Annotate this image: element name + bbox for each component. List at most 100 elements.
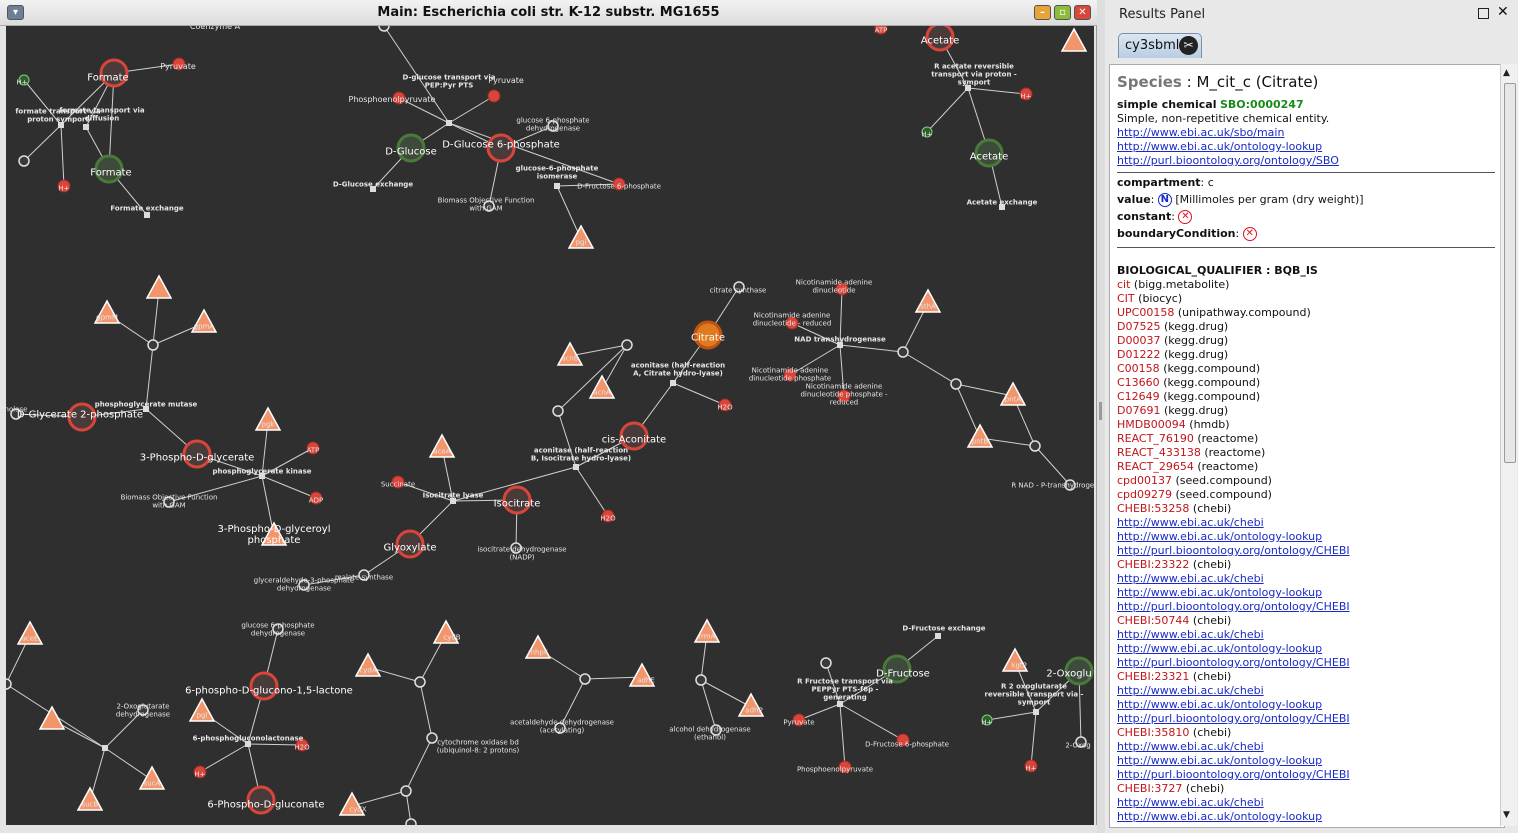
- reaction-node[interactable]: [573, 464, 579, 470]
- annotation-link[interactable]: http://www.ebi.ac.uk/chebi: [1117, 572, 1264, 585]
- metabolite-node[interactable]: [974, 138, 1004, 168]
- annotation-id[interactable]: D07691: [1117, 404, 1161, 417]
- small-metabolite-node[interactable]: [601, 509, 615, 523]
- metabolite-node[interactable]: [486, 133, 516, 163]
- annotation-id[interactable]: REACT_29654: [1117, 460, 1194, 473]
- reaction-node[interactable]: [143, 406, 149, 412]
- gene-node[interactable]: [567, 224, 595, 249]
- annotation-id[interactable]: REACT_76190: [1117, 432, 1194, 445]
- gene-node[interactable]: [76, 786, 104, 811]
- gene-node[interactable]: [93, 299, 121, 324]
- small-metabolite-node[interactable]: [1019, 87, 1033, 101]
- reaction-node[interactable]: [450, 498, 456, 504]
- metabolite-node[interactable]: [1064, 656, 1094, 686]
- metabolite-node[interactable]: [94, 154, 124, 184]
- annotation-id[interactable]: D01222: [1117, 348, 1161, 361]
- tab-cy3sbml[interactable]: cy3sbml ✂: [1118, 33, 1202, 58]
- reaction-hub-node[interactable]: [147, 339, 159, 351]
- gene-node[interactable]: [524, 634, 552, 659]
- proton-node[interactable]: [921, 126, 933, 138]
- reaction-node[interactable]: [837, 342, 843, 348]
- reaction-hub-node[interactable]: [695, 674, 707, 686]
- reaction-hub-node[interactable]: [510, 542, 522, 554]
- reaction-node[interactable]: [370, 186, 376, 192]
- annotation-id[interactable]: UPC00158: [1117, 306, 1175, 319]
- metabolite-node[interactable]: [249, 671, 279, 701]
- metabolite-node[interactable]: [246, 785, 276, 815]
- reaction-hub-node[interactable]: [897, 346, 909, 358]
- annotation-id[interactable]: D07525: [1117, 320, 1161, 333]
- annotation-link[interactable]: http://purl.bioontology.org/ontology/CHE…: [1117, 768, 1350, 781]
- reaction-node[interactable]: [144, 212, 150, 218]
- small-metabolite-node[interactable]: [306, 441, 320, 455]
- cy3sbml-logo-icon[interactable]: ✂: [1179, 36, 1198, 55]
- reaction-hub-node[interactable]: [298, 579, 310, 591]
- annotation-id[interactable]: CIT: [1117, 292, 1135, 305]
- small-metabolite-node[interactable]: [487, 89, 501, 103]
- reaction-hub-node[interactable]: [710, 724, 722, 736]
- gene-node[interactable]: [145, 274, 173, 299]
- metabolite-node[interactable]: [619, 421, 649, 451]
- gene-node[interactable]: [693, 618, 721, 643]
- annotation-link[interactable]: http://www.ebi.ac.uk/chebi: [1117, 796, 1264, 809]
- metabolite-node[interactable]: [396, 133, 426, 163]
- reaction-node[interactable]: [965, 85, 971, 91]
- small-metabolite-node[interactable]: [718, 398, 732, 412]
- small-metabolite-node[interactable]: [783, 368, 797, 382]
- reaction-hub-node[interactable]: [621, 339, 633, 351]
- species-info-pane[interactable]: Species : M_cit_c (Citrate) simple chemi…: [1109, 64, 1505, 828]
- reaction-hub-node[interactable]: [1075, 736, 1087, 748]
- annotation-link[interactable]: http://purl.bioontology.org/ontology/CHE…: [1117, 656, 1350, 669]
- annotation-link[interactable]: http://purl.bioontology.org/ontology/CHE…: [1117, 544, 1350, 557]
- gene-node[interactable]: [338, 791, 366, 816]
- small-metabolite-node[interactable]: [612, 177, 626, 191]
- proton-node[interactable]: [18, 74, 30, 86]
- reaction-hub-node[interactable]: [358, 569, 370, 581]
- metabolite-node[interactable]: [925, 26, 955, 52]
- small-metabolite-node[interactable]: [391, 475, 405, 489]
- annotation-link[interactable]: http://www.ebi.ac.uk/chebi: [1117, 740, 1264, 753]
- reaction-node[interactable]: [837, 701, 843, 707]
- annotation-id[interactable]: cpd09279: [1117, 488, 1173, 501]
- reaction-node[interactable]: [670, 380, 676, 386]
- close-window-button[interactable]: ✕: [1074, 5, 1091, 20]
- small-metabolite-node[interactable]: [193, 765, 207, 779]
- reaction-hub-node[interactable]: [1029, 440, 1041, 452]
- scroll-thumb[interactable]: [1504, 83, 1516, 463]
- gene-node[interactable]: [588, 374, 616, 399]
- sbo-link[interactable]: http://www.ebi.ac.uk/ontology-lookup: [1117, 140, 1323, 153]
- reaction-hub-node[interactable]: [426, 732, 438, 744]
- reaction-hub-node[interactable]: [400, 785, 412, 797]
- small-metabolite-node[interactable]: [172, 57, 186, 71]
- annotation-link[interactable]: http://www.ebi.ac.uk/ontology-lookup: [1117, 810, 1323, 823]
- gene-node[interactable]: [38, 705, 66, 730]
- annotation-id[interactable]: C13660: [1117, 376, 1160, 389]
- small-metabolite-node[interactable]: [896, 733, 910, 747]
- gene-node[interactable]: [1001, 647, 1029, 672]
- reaction-hub-node[interactable]: [10, 408, 22, 420]
- metabolite-node[interactable]: [182, 439, 212, 469]
- annotation-id[interactable]: CHEBI:50744: [1117, 614, 1190, 627]
- reaction-hub-node[interactable]: [554, 722, 566, 734]
- minimize-button[interactable]: –: [1034, 5, 1051, 20]
- reaction-hub-node[interactable]: [547, 120, 559, 132]
- gene-node[interactable]: [428, 433, 456, 458]
- gene-node[interactable]: [966, 423, 994, 448]
- reaction-hub-node[interactable]: [579, 673, 591, 685]
- gene-node[interactable]: [556, 341, 584, 366]
- gene-node[interactable]: [254, 406, 282, 431]
- small-metabolite-node[interactable]: [837, 389, 851, 403]
- gene-node[interactable]: [999, 381, 1027, 406]
- metabolite-node[interactable]: [882, 654, 912, 684]
- sbo-link[interactable]: http://purl.bioontology.org/ontology/SBO: [1117, 154, 1339, 167]
- small-metabolite-node[interactable]: [392, 91, 406, 105]
- reaction-hub-node[interactable]: [1064, 479, 1076, 491]
- annotation-link[interactable]: http://www.ebi.ac.uk/chebi: [1117, 516, 1264, 529]
- small-metabolite-node[interactable]: [1024, 759, 1038, 773]
- gene-node[interactable]: [138, 765, 166, 790]
- gene-node[interactable]: [354, 652, 382, 677]
- reaction-node[interactable]: [58, 122, 64, 128]
- annotation-link[interactable]: http://www.ebi.ac.uk/ontology-lookup: [1117, 530, 1323, 543]
